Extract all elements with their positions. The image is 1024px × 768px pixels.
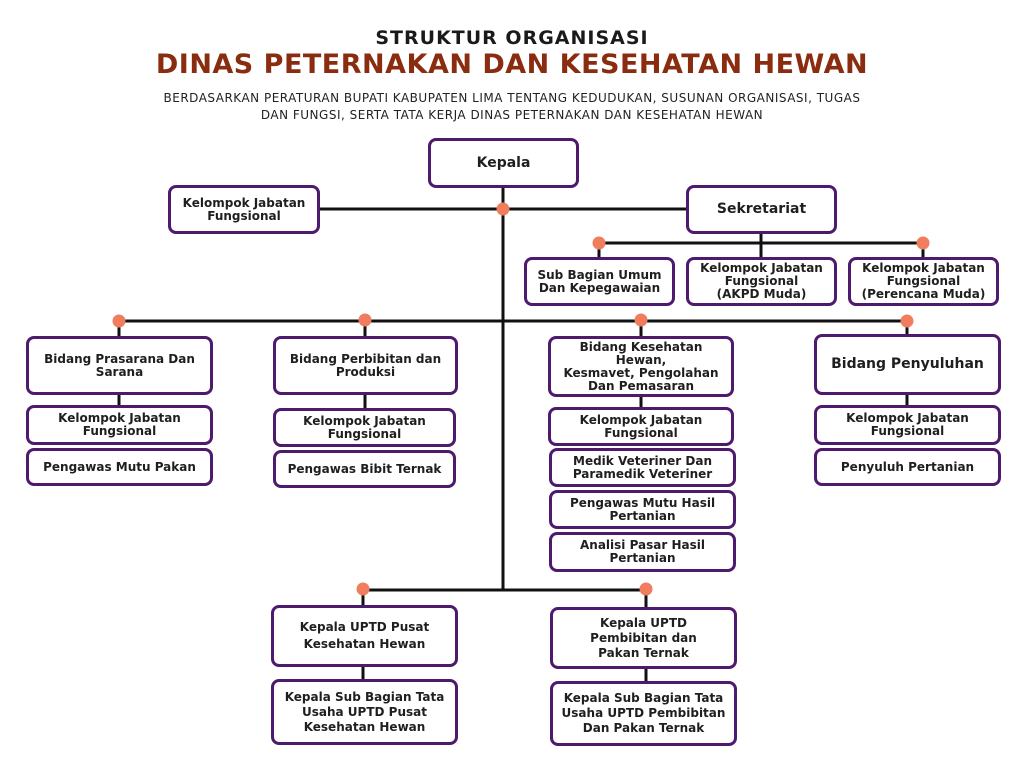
bidang-prasarana-node: Bidang Prasarana Dan Sarana [26, 336, 213, 395]
kjf-prasarana-node: Kelompok Jabatan Fungsional [26, 405, 213, 445]
kjf-kesehatan-node: Kelompok Jabatan Fungsional [548, 407, 734, 446]
analisi-pasar-node: Analisi Pasar Hasil Pertanian [549, 532, 736, 572]
connector-dot [358, 313, 372, 327]
connector-dot [112, 314, 126, 328]
connector-dot [634, 313, 648, 327]
connector-dot [356, 582, 370, 596]
kepala-node: Kepala [428, 138, 579, 188]
department-title: DINAS PETERNAKAN DAN KESEHATAN HEWAN [155, 49, 869, 80]
kjf-perbibitan-node: Kelompok Jabatan Fungsional [273, 408, 456, 447]
connector-dot [916, 236, 930, 250]
uptd-keswan-node: Kepala UPTD Pusat Kesehatan Hewan [271, 605, 458, 667]
chart-title: STRUKTUR ORGANISASI [375, 27, 649, 49]
pengawas-mutu-pakan-node: Pengawas Mutu Pakan [26, 448, 213, 486]
uptd-pembibitan-node: Kepala UPTD Pembibitan dan Pakan Ternak [550, 607, 737, 669]
kjf-penyuluhan-node: Kelompok Jabatan Fungsional [814, 405, 1001, 445]
sub-bagian-umum-node: Sub Bagian Umum Dan Kepegawaian [524, 257, 675, 306]
regulation-subtitle: BERDASARKAN PERATURAN BUPATI KABUPATEN L… [163, 91, 861, 122]
pengawas-bibit-ternak-node: Pengawas Bibit Ternak [273, 450, 456, 488]
connector-dot [900, 314, 914, 328]
connector-lines [117, 184, 925, 683]
pengawas-mutu-hasil-node: Pengawas Mutu Hasil Pertanian [549, 490, 736, 529]
medik-veteriner-node: Medik Veteriner Dan Paramedik Veteriner [549, 448, 736, 487]
sekretariat-node: Sekretariat [686, 185, 837, 234]
kjf-top-node: Kelompok Jabatan Fungsional [168, 185, 320, 234]
penyuluh-pertanian-node: Penyuluh Pertanian [814, 448, 1001, 486]
bidang-penyuluhan-node: Bidang Penyuluhan [814, 334, 1001, 395]
connector-dot [639, 582, 653, 596]
subbag-uptd-pembibitan-node: Kepala Sub Bagian Tata Usaha UPTD Pembib… [550, 681, 737, 746]
kjf-perencana-node: Kelompok Jabatan Fungsional (Perencana M… [848, 257, 999, 306]
kjf-akpd-node: Kelompok Jabatan Fungsional (AKPD Muda) [686, 257, 837, 306]
connector-dot [592, 236, 606, 250]
connector-dot [496, 202, 510, 216]
bidang-kesehatan-node: Bidang Kesehatan Hewan, Kesmavet, Pengol… [548, 336, 734, 397]
bidang-perbibitan-node: Bidang Perbibitan dan Produksi [273, 336, 458, 395]
subbag-uptd-keswan-node: Kepala Sub Bagian Tata Usaha UPTD Pusat … [271, 679, 458, 745]
